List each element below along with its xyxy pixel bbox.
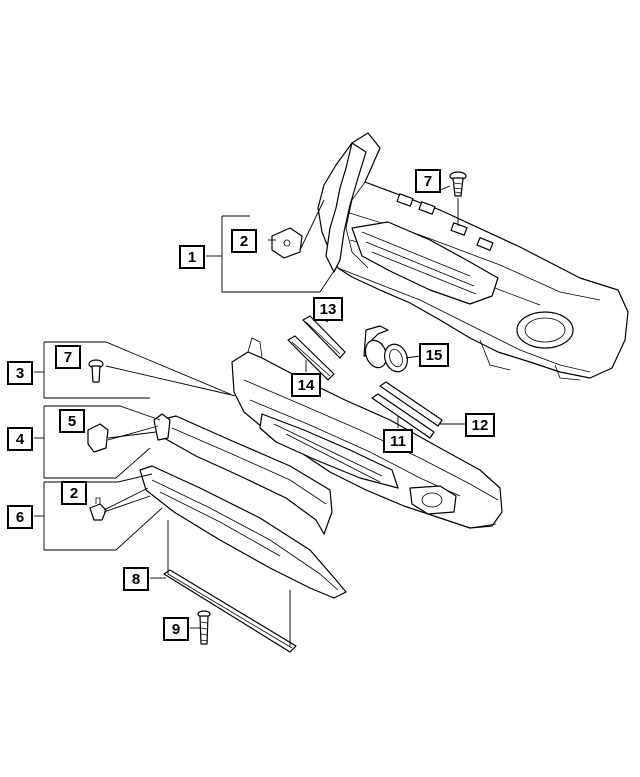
svg-text:1: 1 [188, 249, 196, 266]
svg-text:12: 12 [472, 417, 489, 434]
push-pin-clip [89, 497, 107, 521]
svg-text:8: 8 [132, 571, 140, 588]
callout-5: 5 [59, 409, 85, 433]
grille-molding-lower [287, 335, 335, 381]
callout-11: 11 [383, 429, 413, 453]
svg-text:4: 4 [16, 431, 25, 448]
svg-text:2: 2 [70, 485, 78, 502]
callout-6: 6 [7, 505, 33, 529]
bracket-part [271, 227, 303, 259]
callout-15: 15 [419, 343, 449, 367]
svg-text:13: 13 [320, 301, 337, 318]
air-deflector [153, 413, 333, 535]
callout-14: 14 [291, 373, 321, 397]
skid-plate [139, 465, 347, 599]
svg-text:7: 7 [424, 173, 432, 190]
callout-9: 9 [163, 617, 189, 641]
screw-top [449, 171, 467, 197]
screw-left [88, 359, 104, 383]
callout-3: 3 [7, 361, 33, 385]
callout-7-left: 7 [55, 345, 81, 369]
callout-12: 12 [465, 413, 495, 437]
callout-2-clip: 2 [61, 481, 87, 505]
callout-4: 4 [7, 427, 33, 451]
callout-8: 8 [123, 567, 149, 591]
svg-text:2: 2 [240, 233, 248, 250]
lower-molding-12 [379, 381, 443, 427]
lower-molding-11 [371, 393, 435, 439]
callout-13: 13 [313, 297, 343, 321]
bolt-part [197, 610, 211, 645]
callout-7-top: 7 [415, 169, 441, 193]
svg-text:7: 7 [64, 349, 72, 366]
leader-lines [34, 185, 466, 646]
svg-text:5: 5 [68, 413, 76, 430]
clip-part-5 [87, 423, 109, 453]
500-emblem [363, 325, 408, 373]
grille-molding-upper [302, 315, 346, 359]
svg-text:14: 14 [298, 377, 315, 394]
svg-text:15: 15 [426, 347, 443, 364]
lower-bumper-fascia [231, 337, 503, 529]
callout-1: 1 [179, 245, 205, 269]
svg-text:9: 9 [172, 621, 180, 638]
svg-text:11: 11 [390, 433, 406, 450]
callout-2-bracket: 2 [231, 229, 257, 253]
svg-text:3: 3 [16, 365, 24, 382]
svg-text:6: 6 [16, 509, 24, 526]
front-bumper-fascia [317, 132, 629, 381]
